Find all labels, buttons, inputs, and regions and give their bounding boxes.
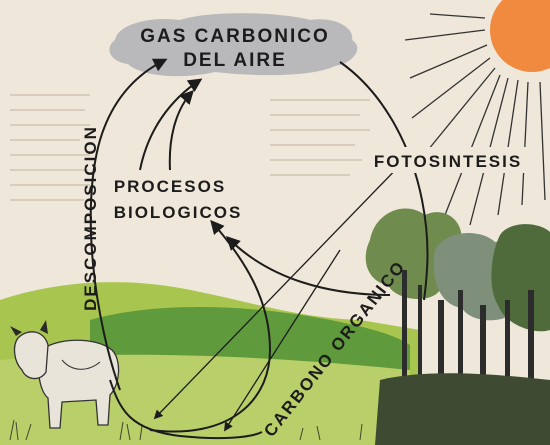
animal-to-carbon-arrow [109, 379, 263, 440]
air-label-line-1: GAS CARBONICO [140, 26, 330, 47]
photosynthesis-label: FOTOSINTESIS [374, 152, 522, 171]
diagonal-arrow-2 [224, 249, 341, 432]
forest [365, 208, 550, 445]
organic-carbon-arrow [149, 219, 272, 433]
sun [490, 0, 550, 72]
biological-arrow-2 [168, 89, 194, 171]
cattle [10, 320, 120, 429]
biological-arrow-1 [139, 78, 203, 171]
photosynthesis-label-bg [362, 147, 534, 173]
cycle-arrows [89, 58, 429, 440]
diagonal-arrow-1 [153, 159, 406, 420]
decomposition-label: DESCOMPOSICION [81, 125, 100, 311]
cloud [109, 13, 358, 77]
biological-label-line-1: PROCESOS [114, 177, 226, 196]
photosynthesis-arrow [339, 61, 429, 301]
background-texture [10, 94, 370, 201]
grass-tufts [9, 419, 363, 441]
trees-to-biological-arrow [226, 236, 391, 296]
decomposition-arrow [89, 58, 168, 391]
air-label-line-2: DEL AIRE [183, 50, 287, 71]
biological-label-line-2: BIOLOGICOS [114, 203, 243, 222]
